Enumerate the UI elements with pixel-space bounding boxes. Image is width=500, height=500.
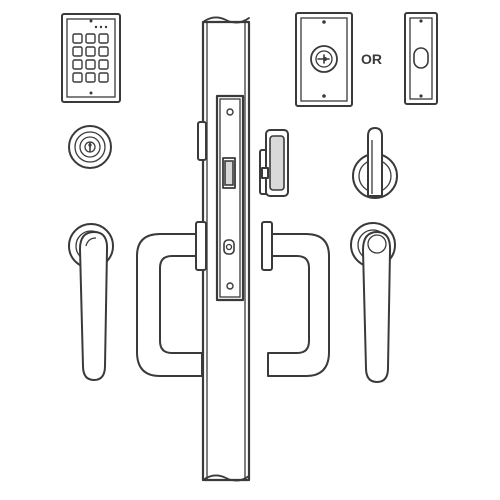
keypad-leds [94,25,108,29]
keypad-key [72,46,83,57]
lever-handle-left [68,223,114,381]
keypad-key [72,33,83,44]
key-cylinder [68,125,112,169]
keypad-key [85,46,96,57]
keypad [61,13,121,103]
keypad-key [85,59,96,70]
mortise-lock-faceplate [215,94,245,302]
thumbturn [352,127,398,199]
keypad-key [85,33,96,44]
keypad-key [85,72,96,83]
lever-handle-right [350,222,396,383]
keypad-key [98,59,109,70]
keypad-key [72,72,83,83]
push-button-plate [404,12,438,105]
keypad-key [72,59,83,70]
keypad-buttons [72,33,109,83]
key-switch-plate [295,12,353,107]
keypad-key [98,72,109,83]
escutcheons [195,121,289,271]
keypad-key [98,46,109,57]
or-label: OR [361,51,382,67]
keypad-key [98,33,109,44]
